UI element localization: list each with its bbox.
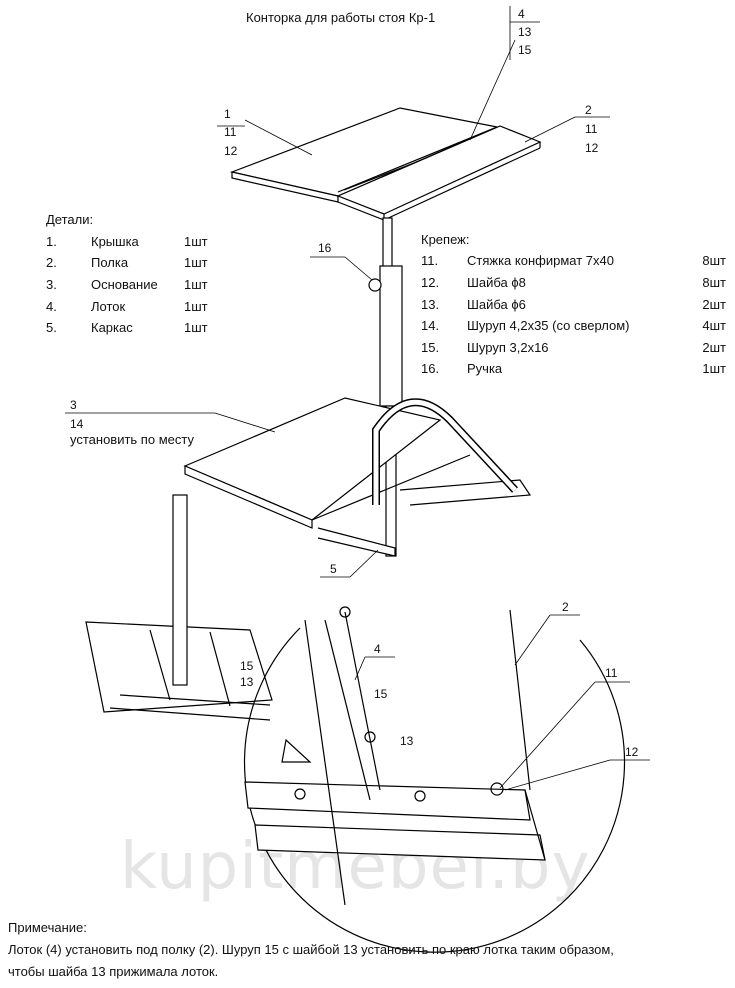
list-item: 15. Шуруп 3,2х16 2шт: [421, 340, 726, 355]
detail-callout-15: 15: [374, 687, 388, 701]
item-qty: 1шт: [184, 277, 208, 292]
item-qty: 1шт: [184, 299, 208, 314]
item-number: 11.: [421, 253, 439, 268]
callout-install-note: установить по месту: [70, 432, 194, 447]
item-qty: 1шт: [184, 255, 208, 270]
item-name: Шуруп 4,2х35 (со сверлом): [467, 318, 630, 333]
item-qty: 1шт: [184, 234, 208, 249]
item-name: Полка: [91, 255, 129, 270]
note-heading: Примечание:: [8, 920, 87, 935]
item-qty: 8шт: [702, 275, 726, 290]
detail-callout-4: 4: [374, 642, 381, 656]
item-number: 13.: [421, 297, 440, 312]
item-name: Основание: [91, 277, 158, 292]
callout-1: 1: [224, 107, 231, 121]
fasteners-heading: Крепеж:: [421, 232, 470, 247]
detail-callout-12: 12: [625, 745, 639, 759]
callout-12: 12: [224, 144, 238, 158]
list-item: 12. Шайба ϕ8 8шт: [421, 275, 726, 290]
list-item: 13. Шайба ϕ6 2шт: [421, 297, 726, 312]
item-number: 14.: [421, 318, 440, 333]
item-number: 16.: [421, 361, 440, 376]
list-item: 1. Крышка 1шт: [46, 234, 208, 249]
item-number: 3.: [46, 277, 57, 292]
item-qty: 1шт: [702, 361, 726, 376]
list-item: 4. Лоток 1шт: [46, 299, 208, 314]
list-item: 14. Шуруп 4,2х35 (со сверлом) 4шт: [421, 318, 726, 333]
list-item: 3. Основание 1шт: [46, 277, 208, 292]
callout-4: 4: [518, 7, 525, 21]
item-number: 5.: [46, 320, 57, 335]
callout-14: 14: [70, 417, 84, 431]
callout-small-13: 13: [240, 675, 254, 689]
list-item: 5. Каркас 1шт: [46, 320, 208, 335]
item-number: 4.: [46, 299, 57, 314]
detail-callout-13: 13: [400, 734, 414, 748]
list-item: 16. Ручка 1шт: [421, 361, 726, 376]
base-board: [183, 397, 532, 557]
callout-5: 5: [330, 562, 337, 576]
note-line-1: Лоток (4) установить под полку (2). Шуру…: [8, 942, 614, 957]
item-number: 2.: [46, 255, 57, 270]
item-qty: 1шт: [184, 320, 208, 335]
item-name: Крышка: [91, 234, 139, 249]
callout-3: 3: [70, 398, 77, 412]
parts-heading: Детали:: [46, 212, 94, 227]
item-name: Стяжка конфирмат 7х40: [467, 253, 614, 268]
callout-11: 11: [224, 125, 237, 139]
detail-callout-11: 11: [605, 666, 618, 680]
desk-top: [229, 107, 542, 221]
frame-column: [368, 217, 403, 557]
detail-callout-2: 2: [562, 600, 569, 614]
item-qty: 2шт: [702, 297, 726, 312]
detail-view: [243, 606, 626, 953]
list-item: 11. Стяжка конфирмат 7х40 8шт: [421, 253, 726, 268]
item-name: Шайба ϕ6: [467, 297, 526, 312]
callout-16: 16: [318, 241, 332, 255]
callout-2: 2: [585, 103, 592, 117]
callout-12: 12: [585, 141, 599, 155]
callout-15: 15: [518, 43, 532, 57]
item-number: 15.: [421, 340, 440, 355]
leader-lines: [65, 6, 650, 791]
list-item: 2. Полка 1шт: [46, 255, 208, 270]
callout-13: 13: [518, 25, 532, 39]
note-line-2: чтобы шайба 13 прижимала лоток.: [8, 964, 219, 979]
item-qty: 4шт: [702, 318, 726, 333]
item-name: Каркас: [91, 320, 133, 335]
item-number: 1.: [46, 234, 57, 249]
item-name: Шайба ϕ8: [467, 275, 526, 290]
item-qty: 2шт: [702, 340, 726, 355]
callout-small-15: 15: [240, 659, 254, 673]
item-name: Лоток: [91, 299, 126, 314]
drawing-title: Конторка для работы стоя Кр-1: [246, 10, 436, 25]
item-number: 12.: [421, 275, 440, 290]
side-view: [85, 494, 312, 763]
item-name: Ручка: [467, 361, 503, 376]
item-name: Шуруп 3,2х16: [467, 340, 549, 355]
callout-11: 11: [585, 122, 598, 136]
item-qty: 8шт: [702, 253, 726, 268]
